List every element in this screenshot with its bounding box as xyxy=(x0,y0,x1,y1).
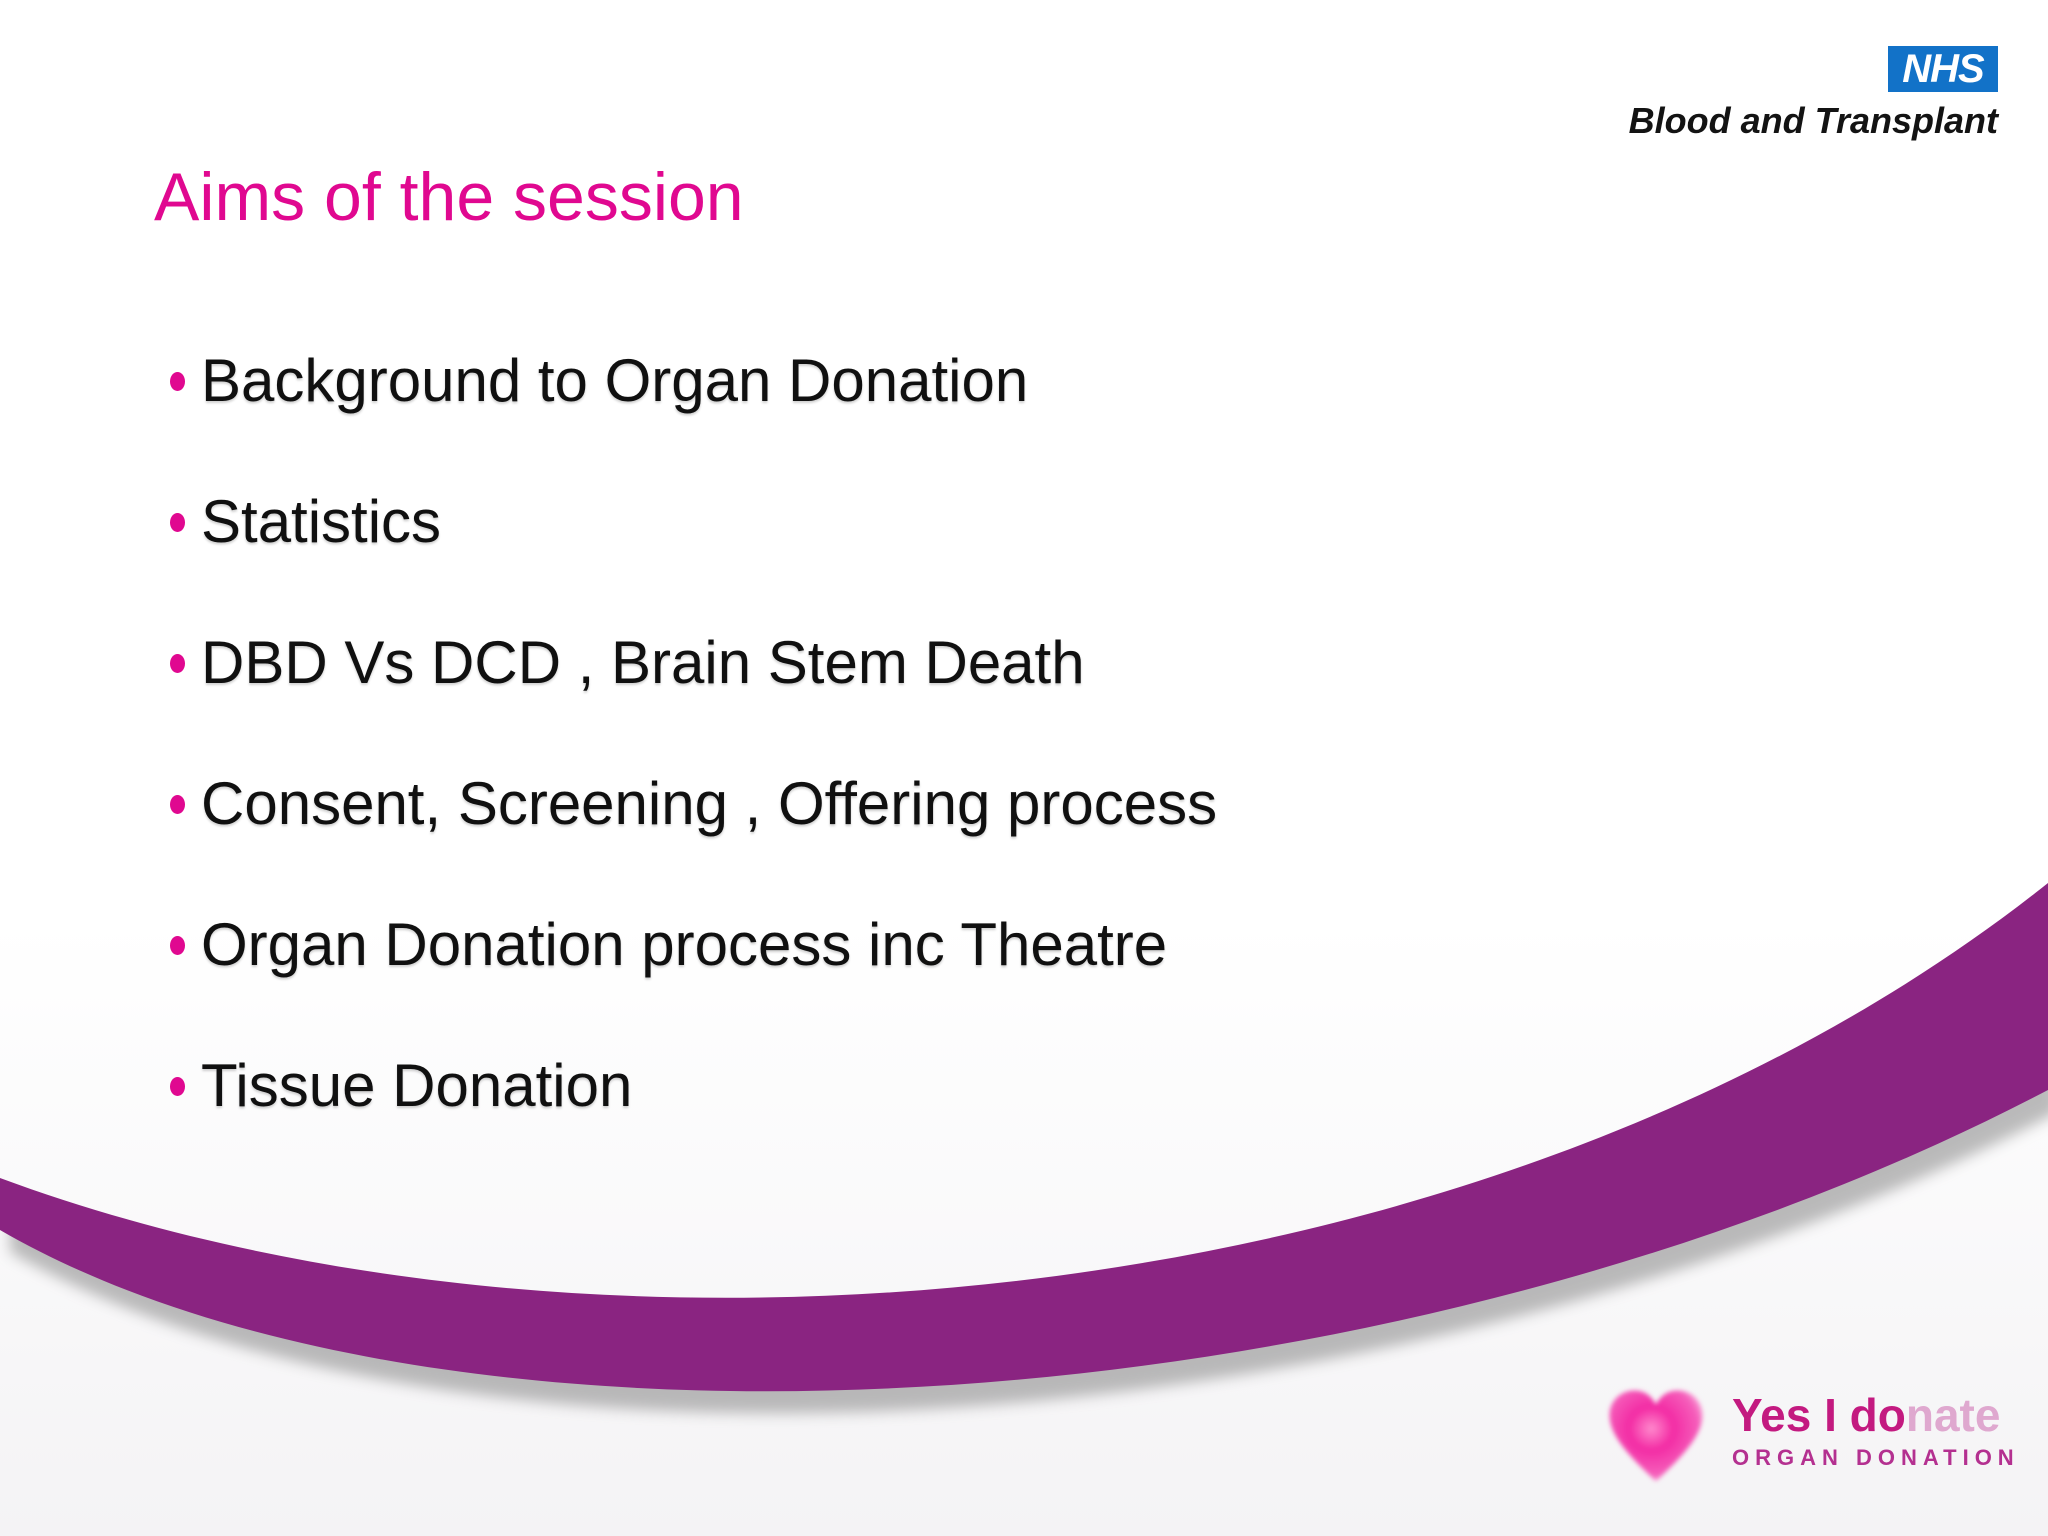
bullet-text: DBD Vs DCD , Brain Stem Death xyxy=(201,628,1085,696)
swoosh-shadow xyxy=(10,912,2048,1414)
campaign-headline: Yes I donate xyxy=(1732,1392,2020,1438)
nhs-logo-box: NHS xyxy=(1888,46,1998,92)
bullet-item: Organ Donation process inc Theatre xyxy=(170,910,1217,978)
nhs-acronym: NHS xyxy=(1902,47,1984,91)
bullet-text: Background to Organ Donation xyxy=(201,346,1029,414)
bullet-item: Consent, Screening , Offering process xyxy=(170,769,1218,837)
swoosh-band xyxy=(0,883,2048,1392)
campaign-subline: ORGAN DONATION xyxy=(1732,1445,2020,1470)
slide-title: Aims of the session xyxy=(154,159,744,235)
bullet-item: DBD Vs DCD , Brain Stem Death xyxy=(170,628,1217,696)
bullet-text: Consent, Screening , Offering process xyxy=(201,769,1218,837)
bullet-text: Tissue Donation xyxy=(201,1051,633,1119)
campaign-text: Yes I donate ORGAN DONATION xyxy=(1732,1378,2020,1471)
bullet-dot-icon xyxy=(170,371,185,391)
bullet-text: Organ Donation process inc Theatre xyxy=(201,910,1168,978)
bullet-text: Statistics xyxy=(201,487,442,555)
yes-i-donate-logo: Yes I donate ORGAN DONATION xyxy=(1602,1378,2020,1496)
bullet-dot-icon xyxy=(170,1076,185,1096)
heart-icon xyxy=(1609,1390,1703,1482)
campaign-headline-bold: Yes I do xyxy=(1732,1389,1906,1441)
nhs-subtitle: Blood and Transplant xyxy=(1628,100,1998,141)
bullet-dot-icon xyxy=(170,512,185,532)
bullet-item: Tissue Donation xyxy=(170,1051,1217,1119)
bullet-item: Statistics xyxy=(170,487,1217,555)
bullet-dot-icon xyxy=(170,794,185,814)
bullet-list: Background to Organ Donation Statistics … xyxy=(170,346,1218,1194)
bullet-dot-icon xyxy=(170,653,185,673)
bullet-item: Background to Organ Donation xyxy=(170,346,1217,414)
campaign-headline-light: nate xyxy=(1905,1389,2001,1441)
bullet-dot-icon xyxy=(170,935,185,955)
nhs-logo: NHS Blood and Transplant xyxy=(1629,46,1998,142)
